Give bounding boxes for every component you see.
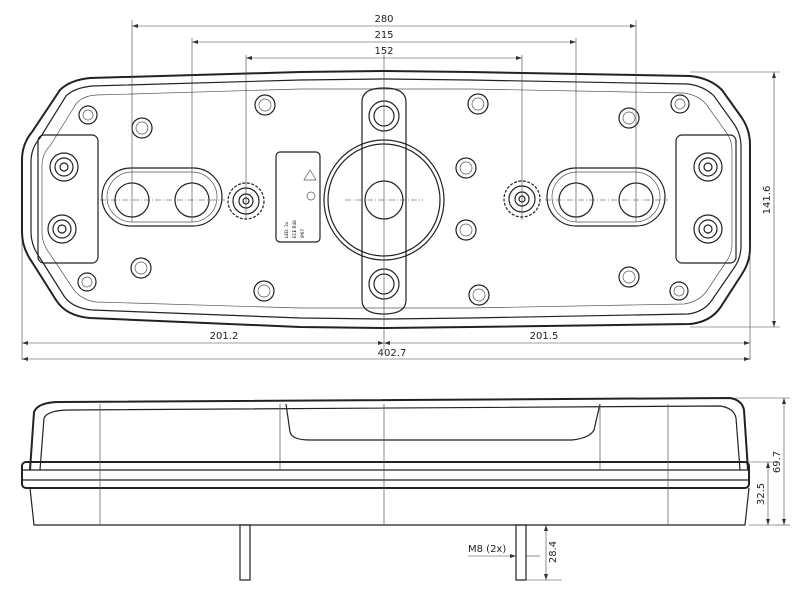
screw-icon [130, 257, 152, 279]
left-bolt [239, 524, 251, 581]
dimension-152: 152 [246, 46, 522, 60]
svg-text:280: 280 [374, 14, 393, 25]
svg-text:32.5: 32.5 [756, 483, 767, 505]
right-end-connector-top [693, 152, 723, 182]
svg-text:201.5: 201.5 [530, 331, 559, 342]
label-line-2: ECE R48 [292, 220, 297, 238]
screw-icon [253, 280, 275, 302]
bolt-callout: M8 (2x) [468, 544, 540, 558]
dimension-69-7: 69.7 [735, 397, 790, 526]
warning-triangle-icon [303, 169, 317, 181]
screw-icon [78, 105, 98, 125]
top-view: LED: 3x ECE R48 IP67 [21, 14, 780, 361]
left-end-connector-bottom [47, 214, 77, 244]
side-view: M8 (2x) 28.4 32.5 69.7 [21, 396, 790, 581]
ground-symbol-icon [306, 191, 316, 201]
svg-text:152: 152 [374, 46, 393, 57]
right-mounting-slot-pair [546, 167, 666, 227]
screw-icon [467, 93, 489, 115]
screw-icon [254, 94, 276, 116]
svg-text:141.6: 141.6 [762, 186, 773, 215]
dimension-201-5: 201.5 [384, 331, 750, 345]
svg-text:M8 (2x): M8 (2x) [468, 544, 506, 555]
left-end-bracket [37, 134, 99, 264]
svg-text:201.2: 201.2 [210, 331, 239, 342]
side-housing-outline [29, 396, 749, 471]
svg-text:402.7: 402.7 [378, 348, 407, 359]
label-line-1: LED: 3x [284, 221, 289, 238]
side-lens-contour [39, 405, 741, 471]
screw-icon [669, 281, 689, 301]
dimension-280: 280 [132, 14, 636, 28]
side-base-flange [21, 461, 750, 489]
screw-icon [77, 272, 97, 292]
screw-icon [131, 117, 153, 139]
svg-text:215: 215 [374, 30, 393, 41]
side-raised-panel [285, 403, 601, 441]
left-end-connector-top [49, 152, 79, 182]
left-mounting-slot-pair [101, 167, 223, 227]
dimension-28-4: 28.4 [526, 525, 562, 581]
label-line-3: IP67 [300, 229, 305, 238]
side-panel-edges [279, 404, 601, 470]
screw-icon [455, 157, 477, 179]
housing-lens-edge [41, 88, 733, 309]
housing-inner-outline [30, 78, 742, 320]
screw-icon [670, 94, 690, 114]
screw-icon [618, 107, 640, 129]
svg-text:28.4: 28.4 [548, 541, 559, 563]
side-base-body [29, 487, 750, 526]
label-plate: LED: 3x ECE R48 IP67 [275, 151, 321, 243]
screw-icon [618, 266, 640, 288]
dimension-201-2: 201.2 [22, 331, 384, 345]
dimension-402-7: 402.7 [22, 348, 750, 361]
housing-outline [21, 69, 751, 330]
svg-text:69.7: 69.7 [772, 451, 783, 473]
dimension-141-6: 141.6 [690, 71, 780, 328]
screw-icon [468, 284, 490, 306]
dimension-32-5: 32.5 [749, 461, 775, 526]
right-bolt [515, 524, 527, 581]
screw-icon [455, 219, 477, 241]
dimension-215: 215 [192, 30, 576, 44]
right-end-bracket [675, 134, 737, 264]
right-end-connector-bottom [693, 214, 723, 244]
